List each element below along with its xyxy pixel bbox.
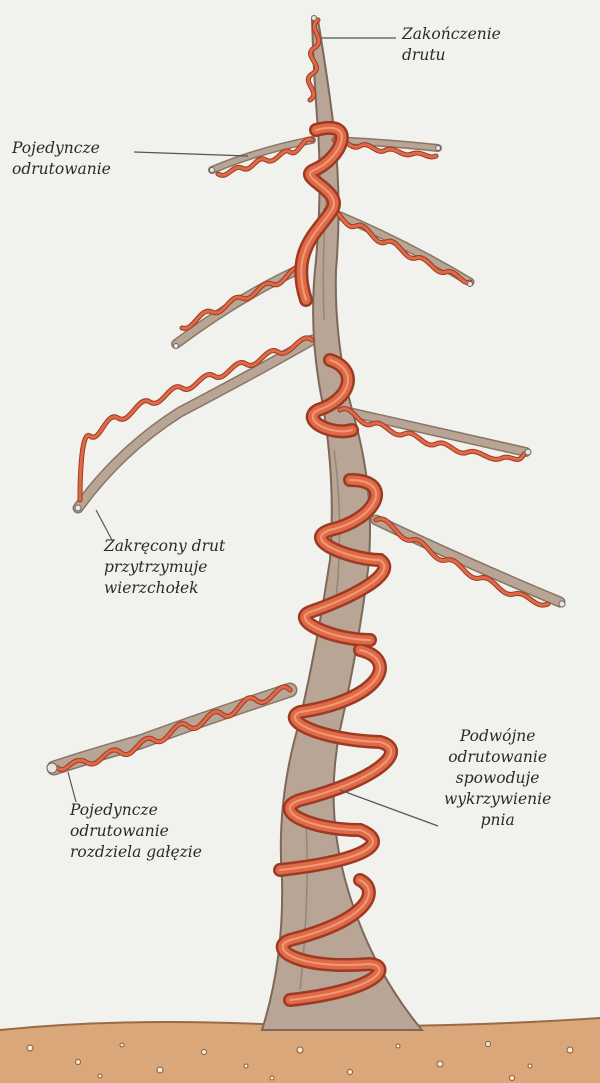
label-single-wiring-top: Pojedyncze odrutowanie bbox=[12, 138, 111, 180]
label-line: odrutowanie bbox=[12, 159, 111, 180]
label-line: Podwójne bbox=[444, 726, 551, 747]
leader-single-top bbox=[134, 152, 248, 156]
label-line: Zakończenie bbox=[402, 24, 501, 45]
label-twisted-wire: Zakręcony drut przytrzymuje wierzchołek bbox=[104, 536, 225, 599]
label-line: spowoduje bbox=[444, 768, 551, 789]
leader-double bbox=[340, 790, 438, 826]
leader-single-low bbox=[68, 772, 76, 802]
label-line: wierzchołek bbox=[104, 578, 225, 599]
label-line: drutu bbox=[402, 45, 501, 66]
label-double-wiring: Podwójne odrutowanie spowoduje wykrzywie… bbox=[444, 726, 551, 831]
label-single-wiring-low: Pojedyncze odrutowanie rozdziela gałęzie bbox=[70, 800, 202, 863]
label-line: rozdziela gałęzie bbox=[70, 842, 202, 863]
label-line: odrutowanie bbox=[444, 747, 551, 768]
label-line: pnia bbox=[444, 810, 551, 831]
branch-wires bbox=[47, 16, 565, 774]
label-line: odrutowanie bbox=[70, 821, 202, 842]
label-line: wykrzywienie bbox=[444, 789, 551, 810]
label-line: Pojedyncze bbox=[70, 800, 202, 821]
label-line: Pojedyncze bbox=[12, 138, 111, 159]
label-line: przytrzymuje bbox=[104, 557, 225, 578]
label-wire-end: Zakończenie drutu bbox=[402, 24, 501, 66]
label-line: Zakręcony drut bbox=[104, 536, 225, 557]
